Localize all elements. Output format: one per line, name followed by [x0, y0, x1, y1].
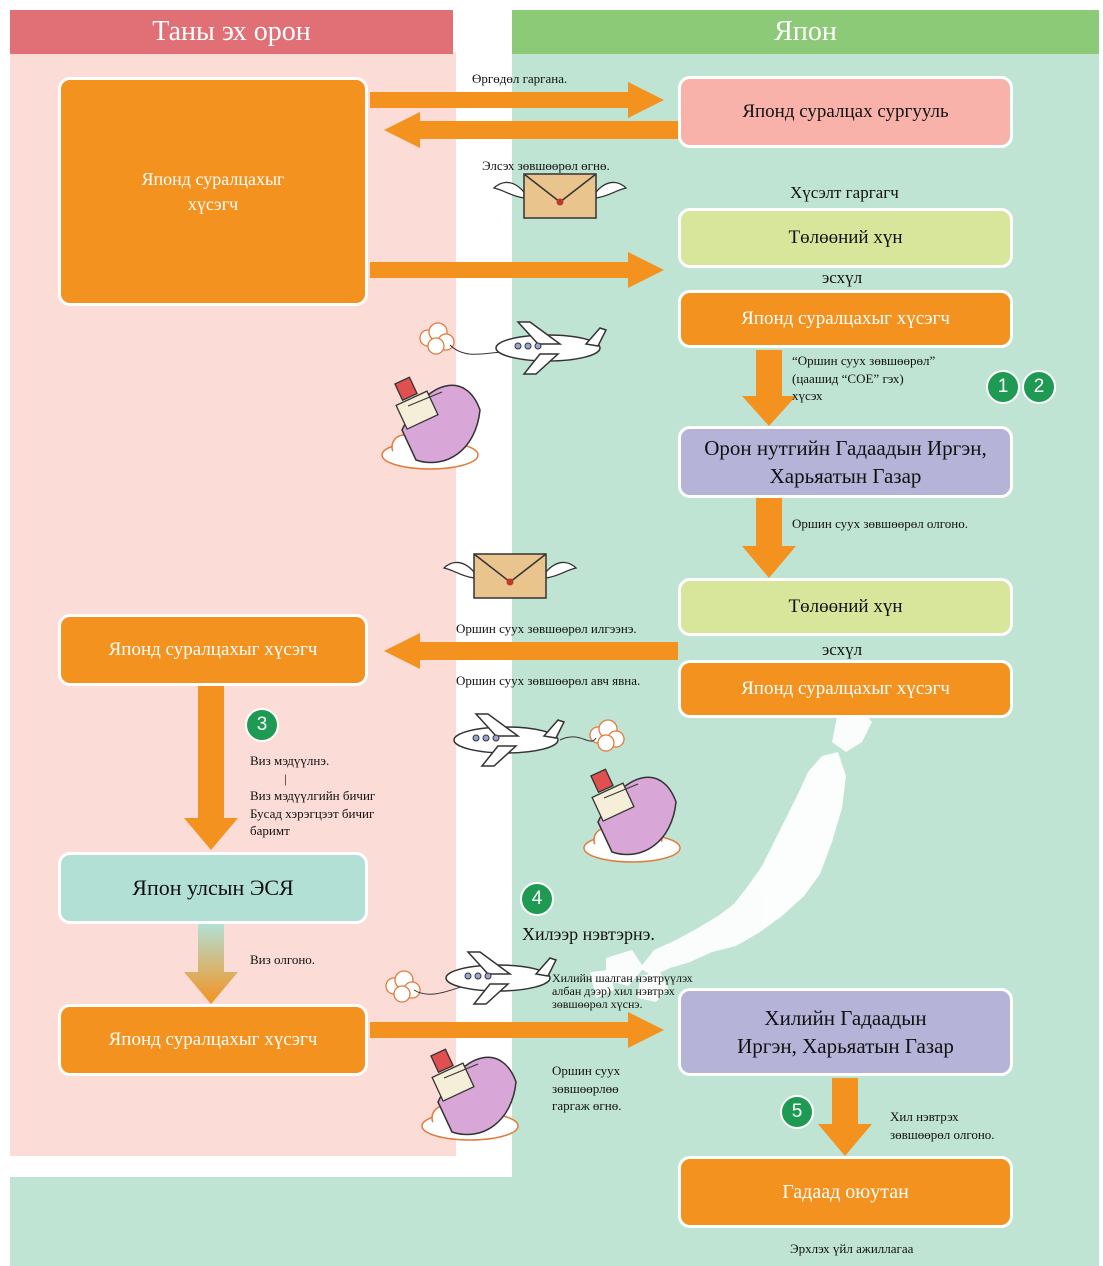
border-immigration-line-1: Хилийн Гадаадын: [764, 1005, 927, 1030]
label-landing-perm-line-2: зөвшөөрөл олгоно.: [890, 1126, 995, 1142]
student-box: Гадаад оюутан: [678, 1156, 1013, 1228]
label-coe-send: Оршин суух зөвшөөрөл илгээнэ.: [456, 621, 637, 636]
proxy-box-1: Төлөөний хүн: [678, 208, 1013, 268]
label-visa-line-2: Виз мэдүүлгийн бичиг: [250, 788, 376, 804]
label-visa-line-1: Виз мэдүүлнэ.: [250, 753, 330, 768]
label-or-2: эсхүл: [822, 640, 863, 659]
label-coe-line-1: “Оршин суух зөвшөөрөл”: [792, 353, 936, 368]
border-immigration-box: Хилийн Гадаадын Иргэн, Харьяатын Газар: [678, 988, 1013, 1076]
label-landing-line-1: Хилийн шалган нэвтрүүлэх: [552, 971, 693, 985]
proxy-box-2: Төлөөний хүн: [678, 578, 1013, 636]
label-visa-granted: Виз олгоно.: [250, 952, 316, 967]
label-coe-received: Оршин суух зөвшөөрөл олгоно.: [792, 516, 968, 531]
applicant-box-right-2: Японд суралцахыг хүсэгч: [678, 660, 1013, 718]
step-badge-3: 3: [245, 708, 279, 742]
label-coe-request: “Оршин суух зөвшөөрөл” (цаашид “COE” гэх…: [792, 352, 935, 405]
embassy-box: Япон улсын ЭСЯ: [58, 852, 368, 924]
immigration-local-line-2: Харьяатын Газар: [769, 464, 922, 488]
immigration-local-line-1: Орон нутгийн Гадаадын Иргэн,: [704, 435, 987, 460]
label-coe-line-3: хүсэх: [792, 388, 823, 404]
label-visa-apply: Виз мэдүүлнэ. | Виз мэдүүлгийн бичиг Бус…: [250, 752, 375, 840]
label-coe-line-2: (цаашид “COE” гэх): [792, 370, 904, 386]
label-present-line-2: зөвшөөрлөө: [552, 1080, 619, 1096]
applicant-box-left-2: Японд суралцахыг хүсэгч: [58, 614, 368, 686]
label-visa-separator: |: [284, 770, 287, 786]
label-landing-line-2: албан дээр) хил нэвтрэх: [552, 984, 675, 999]
label-visa-line-3: Бусад хэрэгцээт бичиг: [250, 805, 375, 821]
immigration-local-box: Орон нутгийн Гадаадын Иргэн, Харьяатын Г…: [678, 426, 1013, 498]
label-present-line-1: Оршин суух: [552, 1063, 621, 1078]
label-or-1: эсхүл: [822, 268, 863, 287]
school-box: Японд суралцах сургууль: [678, 76, 1013, 148]
step-badge-1: 1: [986, 370, 1020, 404]
step-badge-4: 4: [520, 882, 554, 916]
label-coe-carry: Оршин суух зөвшөөрөл авч явна.: [456, 673, 641, 688]
header-home-country: Таны эх орон: [10, 10, 453, 54]
label-present-coe: Оршин суух зөвшөөрлөө гаргаж өгнө.: [552, 1062, 621, 1115]
applicant-box-left-3: Японд суралцахыг хүсэгч: [58, 1004, 368, 1076]
applicant-box-top-label: Японд суралцахыг хүсэгч: [141, 169, 285, 214]
border-immigration-line-2: Иргэн, Харьяатын Газар: [737, 1034, 954, 1058]
label-landing-perm-line-1: Хил нэвтрэх: [890, 1109, 959, 1124]
step-badge-5: 5: [780, 1095, 814, 1129]
label-landing-permission: Хил нэвтрэх зөвшөөрөл олгоно.: [890, 1108, 995, 1143]
applicant-box-right-1: Японд суралцахыг хүсэгч: [678, 290, 1013, 348]
label-entry: Хилээр нэвтэрнэ.: [522, 924, 655, 944]
applicant-box-top: Японд суралцахыг хүсэгч: [58, 77, 368, 306]
label-application: Өргөдөл гаргана.: [472, 71, 568, 86]
label-procedures: Эрхлэх үйл ажиллагаа: [790, 1241, 914, 1256]
header-japan: Япон: [512, 10, 1099, 54]
step-badge-2: 2: [1022, 370, 1056, 404]
label-visa-line-4: баримт: [250, 823, 290, 839]
label-landing-request: Хилийн шалган нэвтрүүлэх албан дээр) хил…: [552, 971, 693, 1012]
label-applicant-role: Хүсэлт гаргагч: [790, 183, 899, 202]
label-landing-line-3: зөвшөөрөл хүснэ.: [552, 997, 643, 1012]
label-admission: Элсэх зөвшөөрөл өгнө.: [482, 158, 610, 173]
label-present-line-3: гаргаж өгнө.: [552, 1098, 622, 1114]
